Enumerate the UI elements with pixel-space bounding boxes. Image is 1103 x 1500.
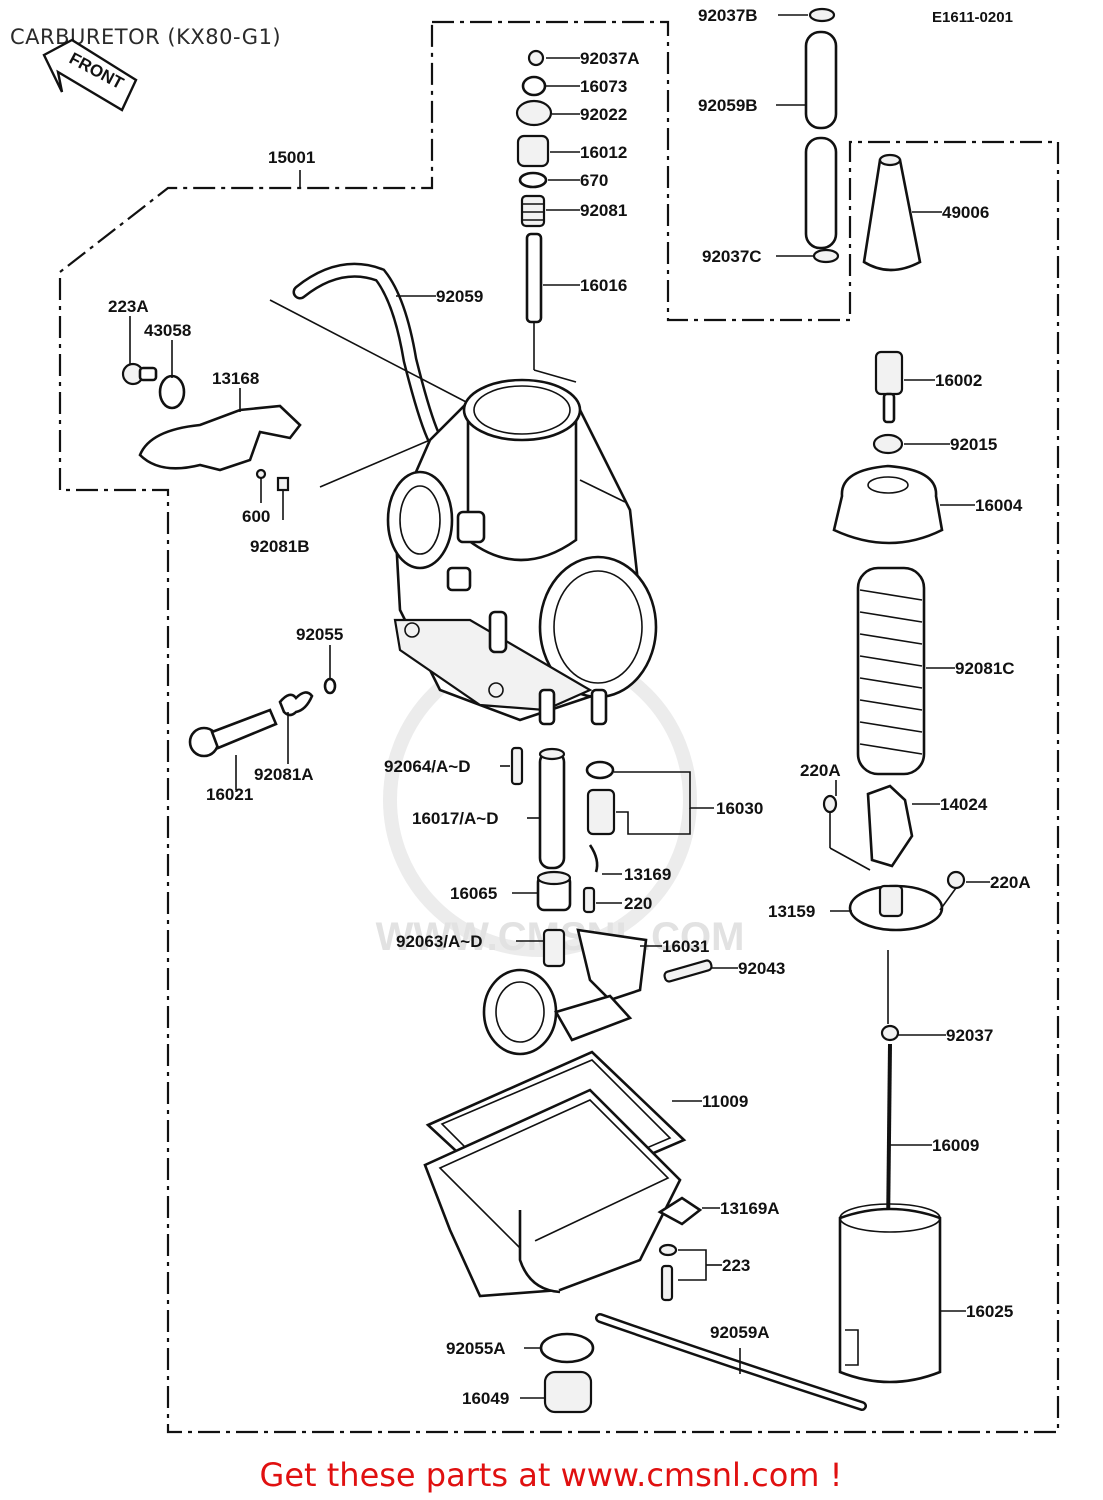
label-220: 220: [624, 894, 652, 913]
label-223A: 223A: [108, 297, 149, 316]
jets-parts: [510, 746, 616, 968]
front-arrow-icon: FRONT: [42, 38, 138, 112]
label-220A-top: 220A: [800, 761, 841, 780]
assembly-outline: [58, 20, 1060, 1434]
label-220A-right: 220A: [990, 873, 1031, 892]
label-16049: 16049: [462, 1389, 509, 1408]
hose-92059b: [804, 7, 840, 264]
throttle-slide-parts: [822, 350, 966, 1384]
label-13159: 13159: [768, 902, 815, 921]
label-16065: 16065: [450, 884, 497, 903]
leader-lines: [129, 14, 990, 1399]
float-assembly-16031: [482, 928, 713, 1056]
label-92081C: 92081C: [955, 659, 1015, 678]
diagram-title: CARBURETOR (KX80-G1): [10, 25, 281, 49]
label-11009: 11009: [702, 1092, 748, 1111]
label-16004: 16004: [975, 496, 1023, 515]
label-92043: 92043: [738, 959, 785, 978]
label-16016: 16016: [580, 276, 627, 295]
label-16025: 16025: [966, 1302, 1013, 1321]
carburetor-body: [269, 262, 658, 726]
label-92059B: 92059B: [698, 96, 758, 115]
diagram-code: E1611-0201: [932, 9, 1013, 26]
part-labels: 92037B 92037A 16073 92022 16012 670 9208…: [108, 6, 1031, 1408]
label-15001: 15001: [268, 148, 315, 167]
float-bowl-16025: [423, 1050, 687, 1298]
label-92022: 92022: [580, 105, 627, 124]
label-92055: 92055: [296, 625, 343, 644]
spring-92081c: [856, 566, 926, 776]
label-92059A: 92059A: [710, 1323, 770, 1342]
label-16073: 16073: [580, 77, 627, 96]
air-screw-16021: [188, 645, 337, 758]
label-92064: 92064/A~D: [384, 757, 470, 776]
label-92059: 92059: [436, 287, 483, 306]
top-stack-parts: [515, 49, 577, 383]
label-16021: 16021: [206, 785, 253, 804]
label-13168: 13168: [212, 369, 259, 388]
label-14024: 14024: [940, 795, 988, 814]
label-92081B: 92081B: [250, 537, 310, 556]
label-92037A: 92037A: [580, 49, 640, 68]
label-13169A: 13169A: [720, 1199, 780, 1218]
label-16030: 16030: [716, 799, 763, 818]
label-16012: 16012: [580, 143, 627, 162]
label-92081A: 92081A: [254, 765, 314, 784]
label-16002: 16002: [935, 371, 982, 390]
label-49006: 49006: [942, 203, 989, 222]
label-92063: 92063/A~D: [396, 932, 482, 951]
label-223: 223: [722, 1256, 750, 1275]
label-92015: 92015: [950, 435, 997, 454]
label-600: 600: [242, 507, 270, 526]
footer-link[interactable]: Get these parts at www.cmsnl.com !: [260, 1456, 843, 1494]
label-43058: 43058: [144, 321, 191, 340]
label-16017: 16017/A~D: [412, 809, 498, 828]
label-670: 670: [580, 171, 608, 190]
label-92037B: 92037B: [698, 6, 758, 25]
label-92037C: 92037C: [702, 247, 762, 266]
label-92037: 92037: [946, 1026, 993, 1045]
label-92055A: 92055A: [446, 1339, 506, 1358]
label-16009: 16009: [932, 1136, 979, 1155]
rubber-cap-49006: [862, 153, 922, 272]
label-92081: 92081: [580, 201, 627, 220]
label-13169: 13169: [624, 865, 671, 884]
label-16031: 16031: [662, 937, 709, 956]
choke-lever-13168: [121, 362, 302, 520]
